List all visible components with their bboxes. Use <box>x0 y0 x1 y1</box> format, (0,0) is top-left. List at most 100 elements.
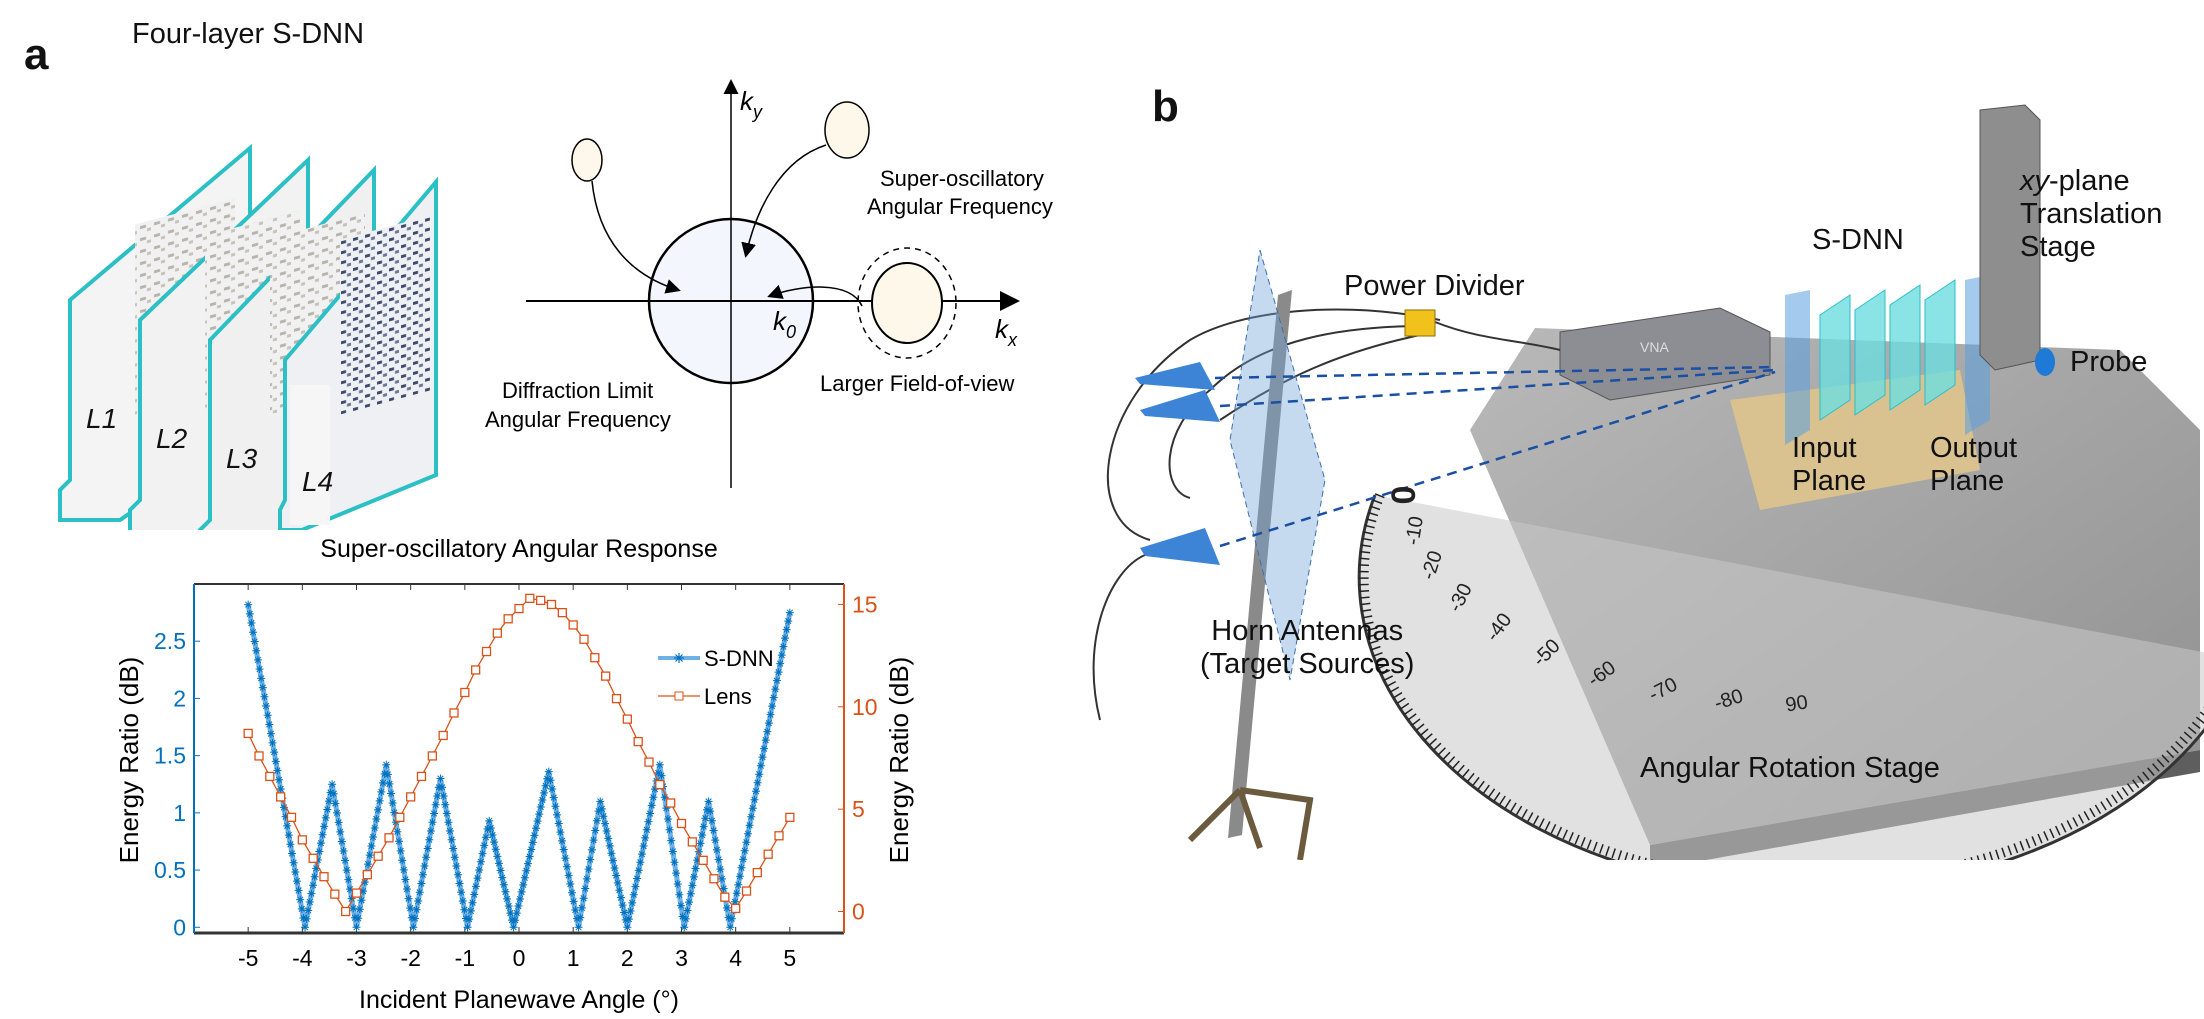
sdnn-point <box>452 862 461 871</box>
sdnn-point <box>339 846 348 855</box>
sdnn-point <box>696 839 705 848</box>
sdnn-point <box>745 821 754 830</box>
horn-antennas <box>1135 362 1220 565</box>
sdnn-point <box>752 787 761 796</box>
sdnn-point <box>275 775 284 784</box>
sdnn-point <box>428 818 437 827</box>
sdnn-point <box>716 865 725 874</box>
sdnn-point <box>294 886 303 895</box>
sdnn-point <box>665 825 674 834</box>
sdnn-point <box>446 827 455 836</box>
sdnn-point <box>615 886 624 895</box>
sdnn-point <box>556 828 565 837</box>
sdnn-point <box>324 797 333 806</box>
x-tick-label: 0 <box>513 945 526 971</box>
sdnn-point <box>460 905 469 914</box>
lens-point <box>525 593 535 603</box>
sdnn-point <box>543 774 552 783</box>
legend-lens-marker <box>674 691 684 701</box>
sdnn-point <box>673 879 682 888</box>
vna-label: VNA <box>1640 339 1669 355</box>
sdnn-point <box>334 818 343 827</box>
sdnn-point <box>533 817 542 826</box>
sdnn-point <box>393 827 402 836</box>
sdnn-point <box>774 668 783 677</box>
fov-circle <box>871 262 943 344</box>
lens-point <box>416 771 427 782</box>
sdnn-point <box>463 923 472 932</box>
sdnn-point <box>488 831 497 840</box>
sdnn-point <box>271 757 280 766</box>
sdnn-point <box>691 864 700 873</box>
sdnn-point <box>465 915 474 924</box>
sdnn-point <box>527 845 536 854</box>
sdnn-point <box>466 906 475 915</box>
sdnn-point <box>657 771 666 780</box>
sdnn-point <box>641 833 650 842</box>
sdnn-point <box>719 884 728 893</box>
sdnn-point <box>569 897 578 906</box>
sdnn-layers <box>1819 279 1956 421</box>
sdnn-point <box>520 873 529 882</box>
sdnn-point <box>748 804 757 813</box>
sdnn-point <box>498 873 507 882</box>
sdnn-point <box>430 809 439 818</box>
sdnn-point <box>385 779 394 788</box>
sdnn-point <box>359 887 368 896</box>
x-tick-label: 4 <box>729 945 742 971</box>
sdnn-point <box>722 903 731 912</box>
x-tick-label: -3 <box>346 945 366 971</box>
sdnn-point <box>624 915 633 924</box>
sdnn-point <box>473 874 482 883</box>
sdnn-point <box>485 816 494 825</box>
sdnn-point <box>743 829 752 838</box>
sdnn-point <box>670 858 679 867</box>
lens-point <box>362 870 372 880</box>
sdnn-point <box>367 842 376 851</box>
sdnn-point <box>688 881 697 890</box>
sdnn-point <box>782 625 791 634</box>
sdnn-point <box>763 727 772 736</box>
sdnn-point <box>398 856 407 865</box>
input-plane-label: Input Plane <box>1792 432 1866 498</box>
sdnn-point <box>388 799 397 808</box>
sdnn-point <box>546 776 555 785</box>
sdnn-point <box>709 826 718 835</box>
sdnn-point <box>538 795 547 804</box>
sdnn-point <box>380 769 389 778</box>
k0-label: k0 <box>773 306 796 342</box>
sdnn-point <box>620 908 629 917</box>
output-plane-label: Output Plane <box>1930 432 2017 498</box>
sdnn-point <box>257 674 266 683</box>
xy-stage-line1: -plane <box>2049 165 2130 197</box>
y-axis-label-right: Energy Ratio (dB) <box>884 657 914 864</box>
sdnn-point <box>357 896 366 905</box>
sdnn-point <box>491 845 500 854</box>
lens-point <box>406 792 416 802</box>
sdnn-point <box>735 872 744 881</box>
sdnn-point <box>375 796 384 805</box>
x-axis-label: Incident Planewave Angle (°) <box>359 986 679 1014</box>
sdnn-point <box>360 878 369 887</box>
sdnn-point <box>273 766 282 775</box>
sdnn-point <box>305 898 314 907</box>
lens-point <box>330 889 340 899</box>
sdnn-point <box>639 842 648 851</box>
sdnn-point <box>558 836 567 845</box>
input-plane <box>1785 290 1810 445</box>
sdnn-point <box>747 812 756 821</box>
sdnn-point <box>601 819 610 828</box>
sdnn-point <box>455 879 464 888</box>
sdnn-point <box>370 823 379 832</box>
lens-point <box>438 730 448 741</box>
fov-dashed-circle <box>857 247 957 359</box>
sdnn-point <box>572 914 581 923</box>
sdnn-point <box>631 882 640 891</box>
sdnn-point <box>647 801 656 810</box>
y-tick-label-left: 0.5 <box>154 857 186 883</box>
sdnn-point <box>522 866 531 875</box>
sdnn-point <box>668 847 677 856</box>
sdnn-point <box>336 827 345 836</box>
sdnn-point <box>483 825 492 834</box>
sdnn-point <box>553 810 562 819</box>
